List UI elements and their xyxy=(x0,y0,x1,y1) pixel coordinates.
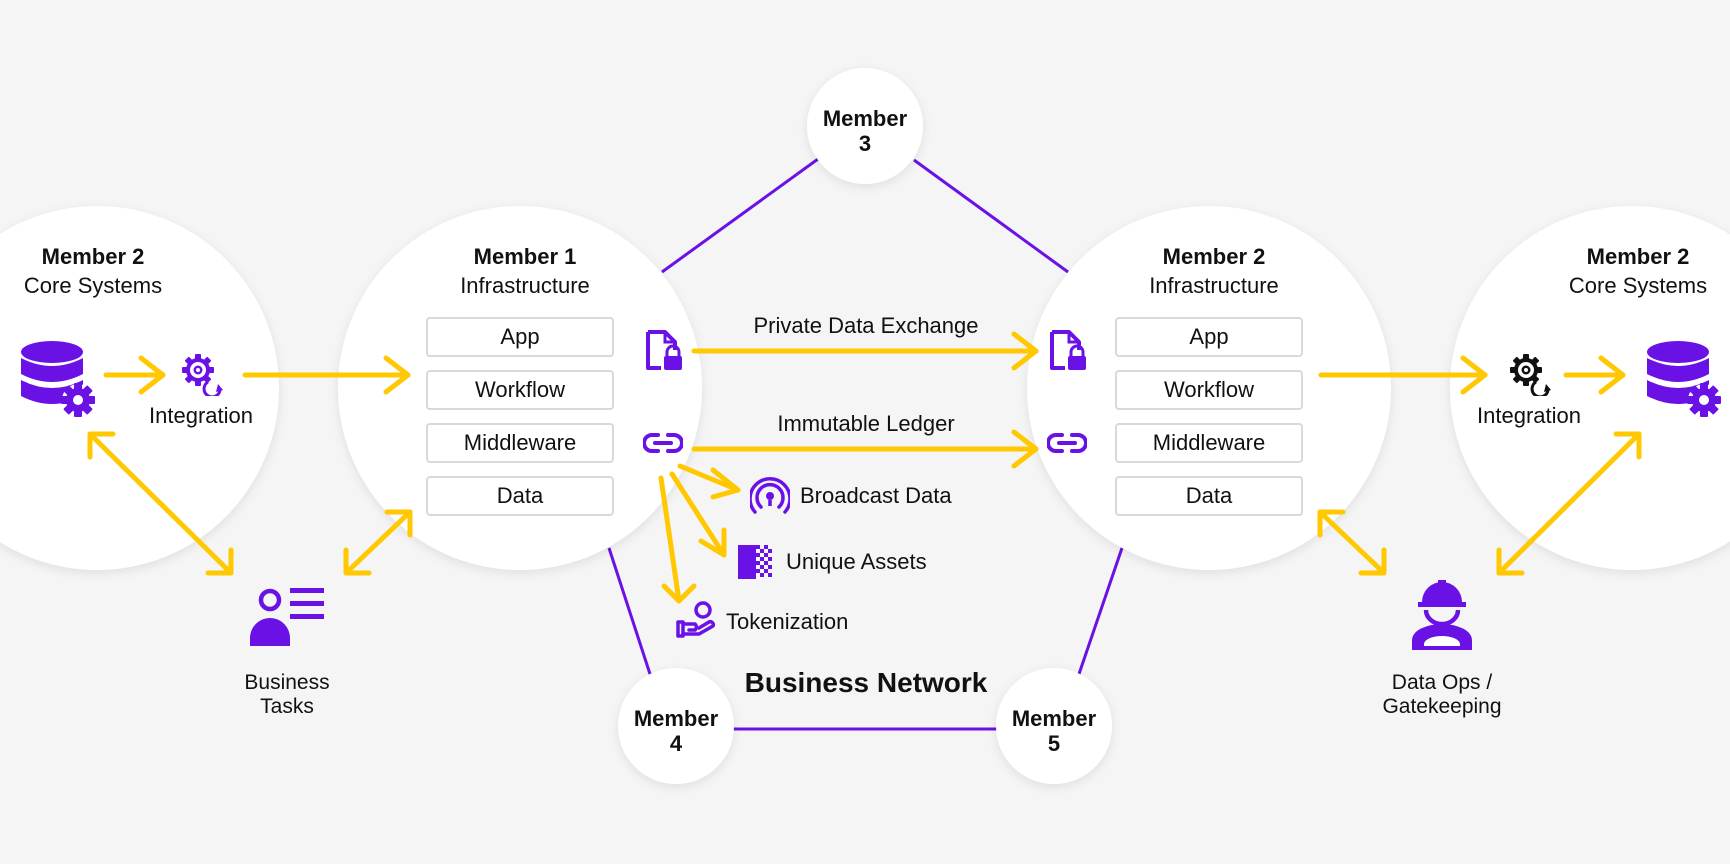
arrow-unique-assets xyxy=(669,471,727,558)
member2-layer-middleware: Middleware xyxy=(1115,423,1303,463)
arrow-data-ops-core xyxy=(1496,431,1642,576)
database-gear-icon xyxy=(21,341,95,417)
network-line-member1-member4 xyxy=(607,547,652,675)
arrow-db-business-tasks xyxy=(87,431,234,576)
member5-line1: Member xyxy=(1011,706,1097,731)
arrow-member2-to-integration-right xyxy=(1318,355,1488,395)
person-list-icon xyxy=(250,588,324,646)
arrow-immutable-ledger xyxy=(691,429,1039,469)
arrow-member2-data-ops xyxy=(1317,509,1387,576)
member1-subtitle: Infrastructure xyxy=(460,273,590,298)
arrow-tokenization xyxy=(658,475,697,604)
member2-layer-workflow: Workflow xyxy=(1115,370,1303,410)
data-ops-line1: Data Ops / xyxy=(1391,671,1493,694)
member4-line2: 4 xyxy=(669,731,683,756)
integration-right-label: Integration xyxy=(1477,403,1581,428)
right-core-subtitle: Core Systems xyxy=(1568,273,1708,298)
business-tasks-line1: Business xyxy=(244,671,330,694)
chain-link-icon xyxy=(643,433,683,453)
unique-asset-icon xyxy=(738,545,772,579)
network-line-member3-member2 xyxy=(913,158,1069,274)
broadcast-icon xyxy=(750,477,790,514)
business-network-label: Business Network xyxy=(744,667,988,698)
immutable-ledger-label: Immutable Ledger xyxy=(777,411,955,436)
document-lock-icon xyxy=(646,330,682,370)
document-lock-icon xyxy=(1050,330,1086,370)
hand-person-icon xyxy=(676,601,716,638)
broadcast-data-label: Broadcast Data xyxy=(800,483,952,508)
member1-layer-middleware: Middleware xyxy=(426,423,614,463)
arrow-db-to-integration-left xyxy=(103,355,166,395)
left-core-title: Member 2 xyxy=(41,244,145,269)
member1-layer-workflow: Workflow xyxy=(426,370,614,410)
member5-line2: 5 xyxy=(1047,731,1061,756)
circle-member4 xyxy=(618,668,734,784)
member2-layer-data: Data xyxy=(1115,476,1303,516)
gears-sync-icon xyxy=(1510,354,1551,396)
member2-layer-app: App xyxy=(1115,317,1303,357)
hard-hat-worker-icon xyxy=(1412,580,1472,650)
database-gear-icon xyxy=(1647,341,1721,417)
network-line-member2-member5 xyxy=(1077,547,1124,675)
member3-line1: Member xyxy=(822,106,908,131)
member1-layer-data: Data xyxy=(426,476,614,516)
private-data-exchange-label: Private Data Exchange xyxy=(753,313,979,338)
arrow-broadcast-data xyxy=(677,463,741,500)
network-lines xyxy=(607,157,1124,731)
arrow-integration-to-db-right xyxy=(1563,355,1626,395)
right-core-title: Member 2 xyxy=(1586,244,1690,269)
unique-assets-label: Unique Assets xyxy=(786,549,927,574)
circle-left-core xyxy=(0,206,279,570)
member1-title: Member 1 xyxy=(473,244,577,269)
gears-sync-icon xyxy=(182,354,223,396)
network-line-member1-member3 xyxy=(661,157,819,274)
member3-line2: 3 xyxy=(858,131,872,156)
data-ops-line2: Gatekeeping xyxy=(1382,695,1502,718)
member2-subtitle: Infrastructure xyxy=(1149,273,1279,298)
circle-member3 xyxy=(807,68,923,184)
flow-arrows xyxy=(87,331,1642,604)
arrow-private-data-exchange xyxy=(691,331,1039,371)
arrow-integration-to-member1 xyxy=(242,355,411,395)
tokenization-label: Tokenization xyxy=(726,609,849,634)
circle-member5 xyxy=(996,668,1112,784)
member2-title: Member 2 xyxy=(1162,244,1266,269)
business-tasks-line2: Tasks xyxy=(260,695,314,718)
member1-layer-app: App xyxy=(426,317,614,357)
member4-line1: Member xyxy=(633,706,719,731)
chain-link-icon xyxy=(1047,433,1087,453)
left-core-subtitle: Core Systems xyxy=(23,273,163,298)
integration-left-label: Integration xyxy=(149,403,253,428)
circle-right-core xyxy=(1450,206,1730,570)
arrow-business-tasks-member1 xyxy=(343,509,413,576)
